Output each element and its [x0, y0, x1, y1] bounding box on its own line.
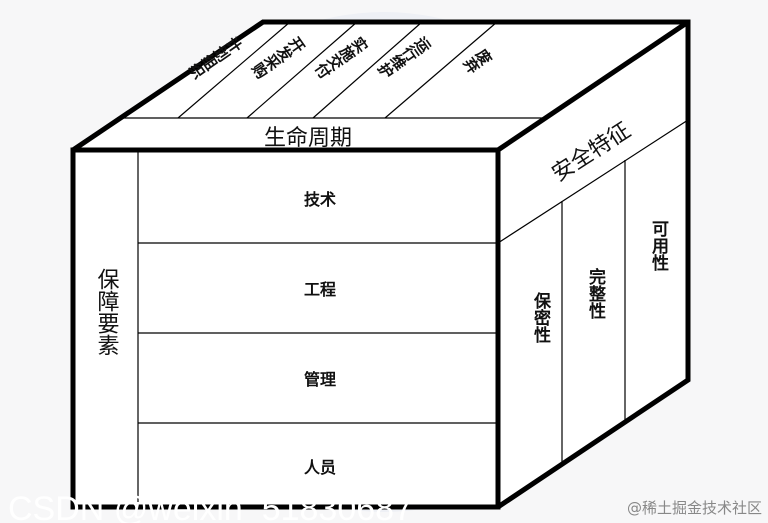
lifecycle-title: 生命周期: [264, 126, 352, 151]
grid-lines: [117, 21, 689, 507]
csdn-watermark: CSDN @weixin_51830687: [8, 490, 413, 523]
row-personnel: 人员: [304, 458, 336, 477]
front-face: [73, 150, 498, 507]
row-technology: 技术: [304, 190, 336, 209]
col-integrity: 完整性: [585, 267, 606, 320]
cube-edges: [70, 19, 691, 510]
row-management: 管理: [304, 370, 336, 389]
right-face: [498, 22, 688, 507]
row-engineering: 工程: [304, 280, 336, 299]
support-elements-label: 保障要素: [94, 268, 120, 356]
juejin-watermark: @稀土掘金技术社区: [627, 499, 762, 517]
col-availability: 可用性: [648, 220, 669, 272]
col-confidentiality: 保密性: [530, 291, 552, 344]
